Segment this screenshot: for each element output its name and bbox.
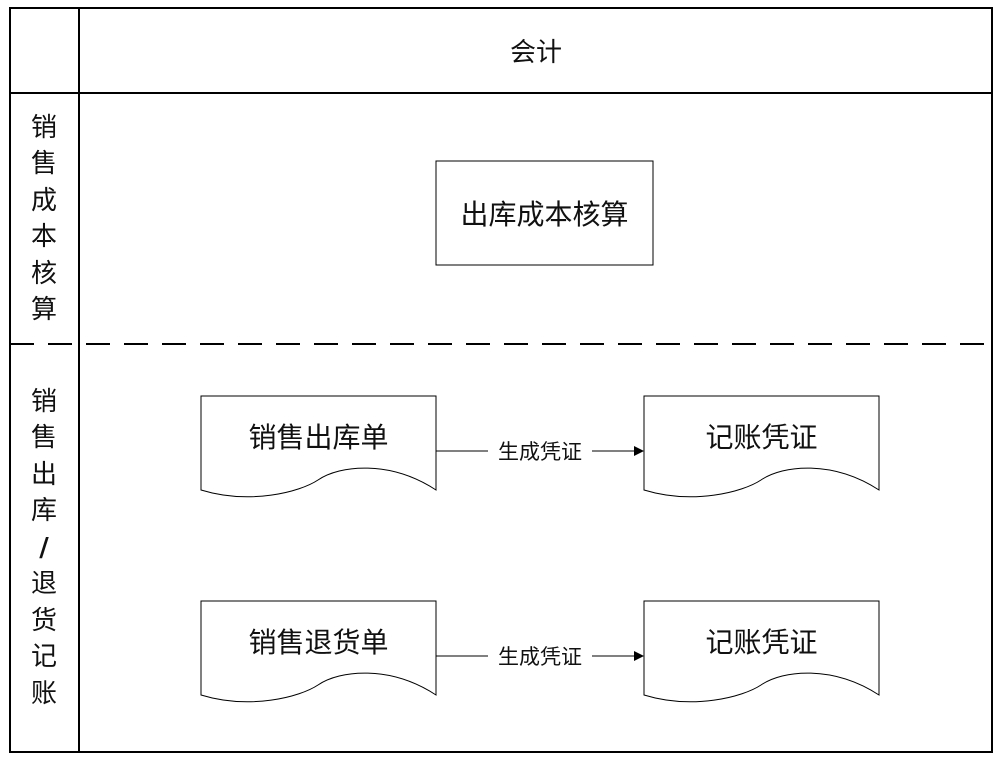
voucher-label-1: 记账凭证 <box>705 421 818 454</box>
lane-label-char: 售 <box>30 423 57 454</box>
lane-label-char: 销 <box>30 112 57 143</box>
diagram-frame <box>9 7 993 753</box>
sales-outbound-doc-shape <box>200 395 437 498</box>
cost-process-box <box>435 160 654 266</box>
voucher-doc-shape-1 <box>643 395 880 498</box>
lane-label-char: 出 <box>30 459 57 490</box>
generate-voucher-label-2: 生成凭证 <box>488 643 592 669</box>
voucher-label-2: 记账凭证 <box>705 626 818 659</box>
lane-label-char: 算 <box>30 295 57 325</box>
lane-label-char: 退 <box>30 569 57 600</box>
lane-label-outbound-return: 销 售 出 库 / 退 货 记 账 <box>10 346 78 750</box>
lane-label-char: 货 <box>30 605 57 636</box>
cost-process-label: 出库成本核算 <box>460 198 629 231</box>
sales-return-doc-label: 销售退货单 <box>248 626 389 659</box>
lane-label-char: 销 <box>30 386 57 417</box>
lane-label-char: 售 <box>30 149 57 179</box>
column-header-accounting: 会计 <box>509 37 562 68</box>
sales-return-doc-shape <box>200 600 437 703</box>
sales-outbound-doc-label: 销售出库单 <box>248 421 389 454</box>
lane-label-char: 成 <box>30 185 57 216</box>
lane-label-char: 记 <box>30 642 57 673</box>
lane-label-char: 库 <box>30 496 57 527</box>
lane-label-char: 账 <box>30 678 57 709</box>
generate-voucher-label-1: 生成凭证 <box>488 438 592 464</box>
lane-label-char: / <box>39 532 49 563</box>
voucher-doc-shape-2 <box>643 600 880 703</box>
lane-label-cost-accounting: 销 售 成 本 核 算 <box>10 95 78 343</box>
lane-label-char: 本 <box>30 222 57 252</box>
lane-label-char: 核 <box>30 258 57 289</box>
